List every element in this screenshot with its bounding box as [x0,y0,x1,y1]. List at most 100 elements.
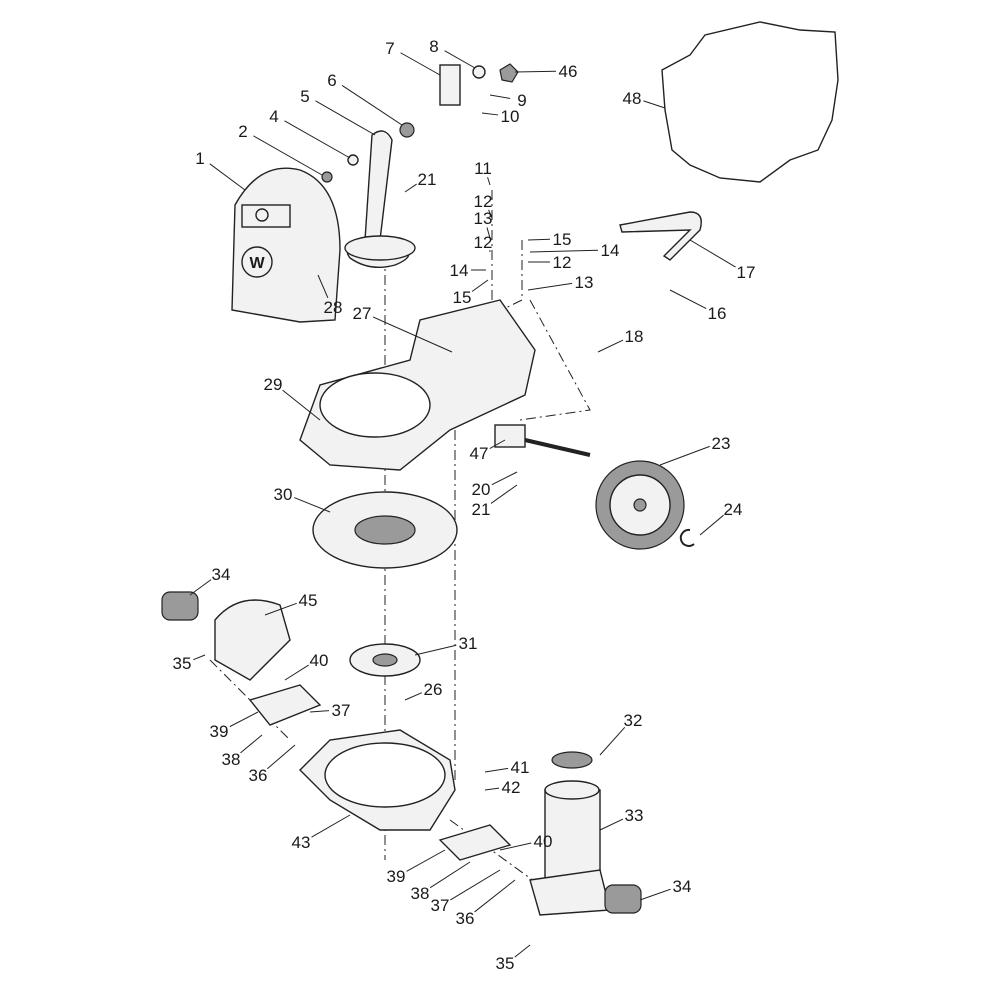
callout-40: 40 [310,651,329,670]
wheel-axle-hole [633,498,647,512]
callout-13: 13 [575,273,594,292]
body-bowl [324,742,446,808]
leader-line [444,50,476,69]
leader-line [599,726,626,756]
leader-line [659,445,710,466]
callout-38: 38 [411,884,430,903]
leader-line [266,744,296,770]
axle [524,438,591,457]
leader-line [315,100,376,136]
callout-48: 48 [623,89,642,108]
leader-line [253,135,323,176]
leader-line [284,120,351,159]
leader-line [488,209,493,219]
nut [321,171,333,183]
leader-line [689,239,736,268]
valve-gasket-left [248,684,322,726]
callout-13: 13 [474,209,493,228]
leader-line [240,734,263,754]
callout-2: 2 [238,122,247,141]
leader-line [400,52,441,76]
ring-8 [472,65,486,79]
callout-37: 37 [431,896,450,915]
axle-bracket [494,424,526,448]
svg-text:W: W [249,255,265,272]
leader-line [597,339,624,353]
inlet-elbow [214,599,291,681]
callout-42: 42 [502,778,521,797]
leader-line [489,439,506,449]
callout-37: 37 [332,701,351,720]
leader-line [699,514,724,536]
plate-center [372,653,398,667]
leader-line [341,84,403,126]
callout-24: 24 [724,500,743,519]
hose-fitting-right [604,884,642,914]
callout-10: 10 [501,107,520,126]
callout-14: 14 [450,261,469,280]
callout-45: 45 [299,591,318,610]
callout-23: 23 [712,434,731,453]
leader-line [429,861,471,889]
callout-7: 7 [385,39,394,58]
callout-36: 36 [456,909,475,928]
callout-14: 14 [601,241,620,260]
callout-12: 12 [474,233,493,252]
leader-line [481,112,499,116]
leader-line [471,279,489,292]
callout-38: 38 [222,750,241,769]
callout-15: 15 [553,230,572,249]
callout-16: 16 [708,304,727,323]
leader-line [527,282,573,291]
e-clip [679,528,695,547]
callout-26: 26 [424,680,443,699]
leader-line [404,692,423,701]
discharge-top [544,780,600,800]
callout-6: 6 [327,71,336,90]
callout-41: 41 [511,758,530,777]
leader-line [282,389,321,421]
callout-36: 36 [249,766,268,785]
leader-line [372,316,453,353]
callout-8: 8 [429,37,438,56]
leader-line [404,183,417,193]
leader-line [264,602,297,616]
leader-line [599,818,624,831]
callout-29: 29 [264,375,283,394]
leader-line [193,654,206,661]
valve-gasket-right [438,824,512,861]
leader-line [487,177,491,186]
clamp-block [439,64,461,106]
hose-fitting-left [161,591,199,621]
rod-base [344,235,416,261]
leader-line [669,289,707,310]
callout-20: 20 [472,480,491,499]
callout-39: 39 [387,867,406,886]
callout-33: 33 [625,806,644,825]
callout-15: 15 [453,288,472,307]
callout-21: 21 [472,500,491,519]
callout-12: 12 [553,253,572,272]
callout-17: 17 [737,263,756,282]
leader-line [484,787,500,791]
leader-line [529,249,599,253]
leader-line [514,70,557,73]
leader-line [499,842,532,851]
leader-line [486,227,491,239]
leader-line [490,484,518,504]
leader-line [209,163,246,191]
callout-35: 35 [173,654,192,673]
callout-40: 40 [534,832,553,851]
handle [619,211,702,261]
leader-line [643,100,666,109]
callout-35: 35 [496,954,515,973]
callout-21: 21 [418,170,437,189]
leader-line [229,711,259,728]
callout-12: 12 [474,192,493,211]
callout-34: 34 [212,565,231,584]
leader-line [294,497,331,513]
cover-hole [255,208,269,222]
check-valve [551,751,593,769]
